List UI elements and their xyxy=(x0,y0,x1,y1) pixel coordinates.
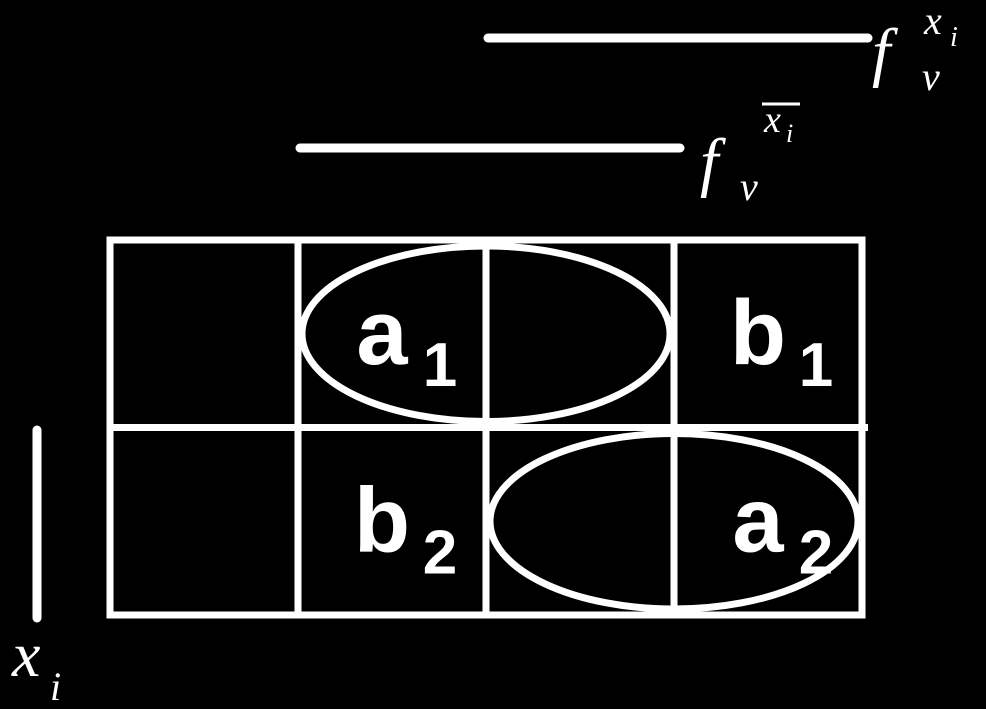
group-a2-ellipse xyxy=(486,430,862,613)
second-bar-label-sub: v xyxy=(740,164,758,209)
kmap-grid xyxy=(106,236,868,619)
side-bar-label-base: x xyxy=(11,619,40,690)
top-bar-label: f v x i xyxy=(872,0,958,99)
top-bar-label-sub: v xyxy=(922,54,940,99)
cell-label-a1: a xyxy=(356,282,408,384)
second-bar-label-sup: x xyxy=(763,99,781,141)
kmap-groupings xyxy=(298,242,862,613)
side-bar-label: x i xyxy=(11,619,61,709)
second-bar-label-sup-sub: i xyxy=(786,119,793,148)
second-bar-label: f v x i xyxy=(700,99,800,209)
group-a1-ellipse xyxy=(298,242,674,425)
top-bar-label-sup-sub: i xyxy=(950,22,958,53)
top-bar-label-sup: x xyxy=(923,0,942,43)
top-bar-label-base: f xyxy=(872,16,898,89)
cell-index-b2: 2 xyxy=(423,518,457,587)
side-bar-label-sub: i xyxy=(50,664,61,709)
cell-label-b1: b xyxy=(730,282,786,384)
second-bar-label-base: f xyxy=(700,126,726,199)
cell-label-a2: a xyxy=(732,469,784,571)
cell-index-a1: 1 xyxy=(423,331,457,400)
cell-index-b1: 1 xyxy=(799,331,833,400)
cell-label-b2: b xyxy=(354,469,410,571)
cell-index-a2: 2 xyxy=(799,518,833,587)
